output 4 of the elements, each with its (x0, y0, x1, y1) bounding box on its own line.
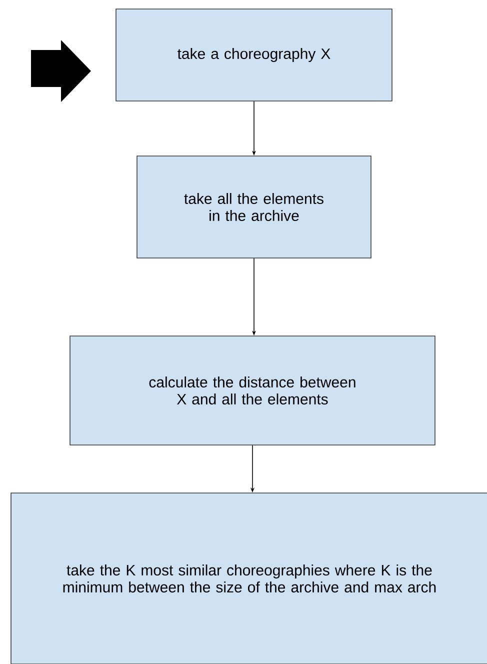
process-box: calculate the distance between X and all the elements (70, 336, 436, 446)
process-box: take all the elements in the archive (136, 156, 372, 258)
process-box: take a choreography X (116, 8, 392, 102)
process-box: take the K most similar choreographies where K is the minimum between the size of the archive and max arch (10, 492, 487, 664)
